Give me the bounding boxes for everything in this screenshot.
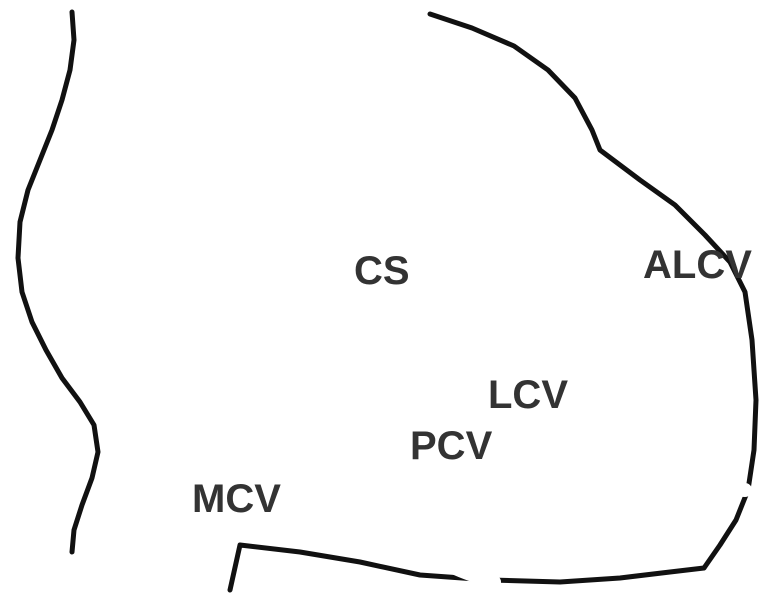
left-contour — [18, 12, 98, 552]
label-alcv: ALCV — [643, 243, 752, 287]
label-mcv: MCV — [192, 477, 281, 521]
coronary-sinus-vessel-edge — [285, 178, 576, 394]
coronary-veins — [154, 178, 745, 583]
coronary-sinus-vessel — [285, 178, 576, 394]
label-lcv: LCV — [488, 373, 568, 417]
label-cs: CS — [354, 249, 410, 293]
label-pcv: PCV — [410, 424, 493, 468]
middle-cardiac-vein-vessel — [154, 374, 298, 452]
cs-stub-vessel — [289, 322, 300, 360]
heart-outline — [18, 12, 756, 590]
